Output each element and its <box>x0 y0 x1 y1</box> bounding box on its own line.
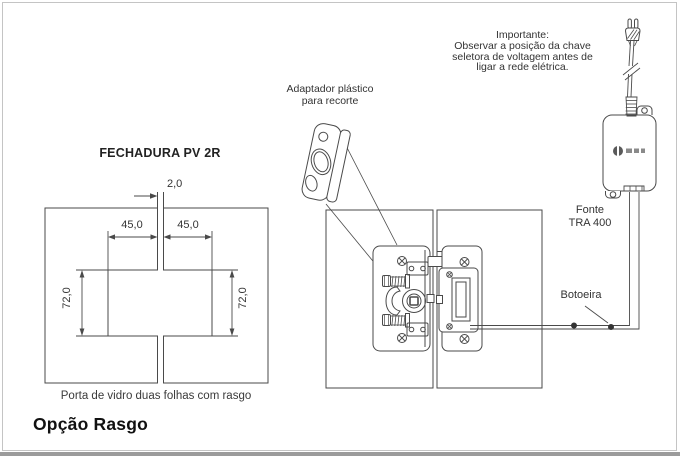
plastic-adapter-drawing <box>301 123 351 203</box>
cable-break-mark <box>624 67 641 81</box>
dimension-72-right <box>212 269 238 337</box>
page-bottom-edge <box>0 452 680 456</box>
adapter-leader-line-1 <box>325 203 378 267</box>
page-heading: Opção Rasgo <box>33 414 149 434</box>
dim-label-45-right: 45,0 <box>177 219 199 231</box>
adapter-leader-line-2 <box>339 133 398 246</box>
brand-logo-icon <box>613 145 645 157</box>
left-diagram-caption: Porta de vidro duas folhas com rasgo <box>60 390 252 402</box>
screw-icon <box>397 256 407 343</box>
important-note-line4: ligar a rede elétrica. <box>476 61 569 74</box>
power-cable <box>622 40 641 117</box>
dim-label-gap: 2,0 <box>167 178 183 190</box>
adapter-label: Adaptador plástico para recorte <box>255 83 405 107</box>
dim-label-72-left: 72,0 <box>61 287 73 309</box>
gap-latch-tab <box>426 294 435 303</box>
strike-assembly-drawing <box>436 245 483 352</box>
screw-icon <box>459 257 470 344</box>
important-note-line3: seletora de voltagem antes de <box>452 50 593 63</box>
dim-label-72-right: 72,0 <box>237 287 249 309</box>
power-supply-label-line1: Fonte <box>575 204 605 216</box>
adapter-label-line1: Adaptador plástico <box>286 83 374 95</box>
botoeira-label: Botoeira <box>560 289 602 301</box>
important-note: Importante: Observar a posição da chave … <box>430 30 615 73</box>
dimension-gap-2mm <box>134 193 158 199</box>
power-supply-label: Fonte TRA 400 <box>550 204 630 230</box>
adjust-bolt-top <box>382 274 410 289</box>
adapter-label-line2: para recorte <box>301 94 359 107</box>
lock-body-drawing <box>372 245 431 352</box>
dimension-45-left <box>107 231 158 270</box>
dim-label-45-left: 45,0 <box>121 219 143 231</box>
botoeira-dot-1 <box>571 322 577 329</box>
cable-break-mark <box>622 62 639 76</box>
installation-drawing <box>301 18 657 389</box>
glass-door-dimension-drawing <box>44 192 269 384</box>
glass-panel-right <box>163 207 269 384</box>
dimension-45-right <box>163 231 213 270</box>
left-diagram-title: FECHADURA PV 2R <box>99 146 221 160</box>
botoeira-dot-2 <box>608 324 614 330</box>
power-plug-icon <box>624 18 641 47</box>
dimension-72-left <box>76 269 108 337</box>
clamp-bracket <box>385 286 401 316</box>
strike-latch-cavity <box>451 277 471 322</box>
power-supply-unit <box>602 105 657 199</box>
power-supply-label-line2: TRA 400 <box>568 217 612 229</box>
botoeira-wiring <box>470 192 640 330</box>
important-note-line1: Importante: <box>495 29 550 41</box>
important-note-line2: Observar a posição da chave <box>454 39 591 52</box>
botoeira-leader-line <box>584 305 609 324</box>
spindle-boss <box>402 289 426 313</box>
adjust-bolt-bottom <box>382 313 410 328</box>
